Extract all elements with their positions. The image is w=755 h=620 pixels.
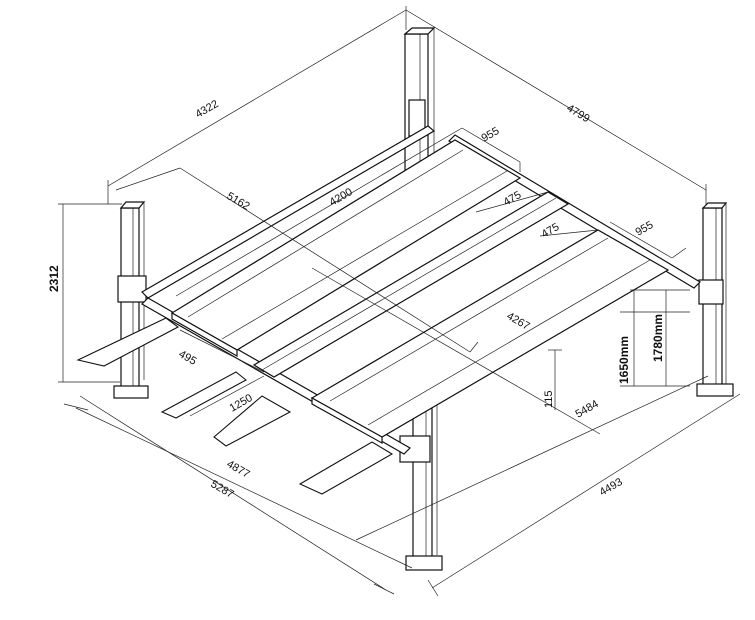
ramps — [76, 317, 394, 495]
dim-base-clear: 115 — [543, 390, 555, 408]
dim-bottom-5287: 5287 — [209, 478, 236, 501]
dim-gap-1: 475 — [502, 189, 524, 209]
right-post — [696, 202, 734, 397]
dim-ramp-gap: 495 — [177, 348, 199, 368]
dim-deck-width-right: 955 — [634, 219, 656, 239]
dim-inner-length: 5162 — [225, 190, 252, 213]
height-dimension-lines — [58, 203, 690, 410]
dim-rise-1780: 1780mm — [651, 314, 665, 362]
dim-right-length: 5484 — [574, 398, 601, 421]
dim-bottom-4493: 4493 — [598, 476, 625, 499]
inner-dimension-lines — [115, 127, 687, 435]
top-dimension-lines — [107, 6, 707, 210]
dim-rise-1650: 1650mm — [617, 336, 631, 384]
dim-top-length: 4322 — [194, 98, 221, 121]
bottom-dimension-lines — [63, 375, 741, 597]
dim-deck-width-upper: 955 — [480, 125, 502, 145]
dim-top-right: 4799 — [564, 102, 591, 125]
dim-bottom-4877: 4877 — [225, 458, 252, 481]
left-post — [113, 201, 149, 399]
dim-height-total: 2312 — [47, 265, 61, 292]
runways — [170, 139, 670, 445]
dim-gap-2: 475 — [540, 221, 562, 241]
